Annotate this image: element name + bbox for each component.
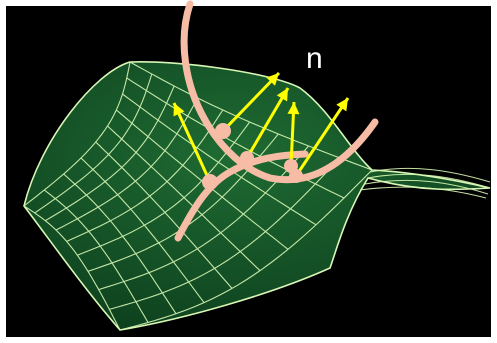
base-point	[215, 123, 231, 139]
base-point	[240, 151, 254, 165]
base-point	[202, 174, 218, 190]
normal-label: n	[306, 42, 323, 75]
base-point	[289, 169, 303, 183]
